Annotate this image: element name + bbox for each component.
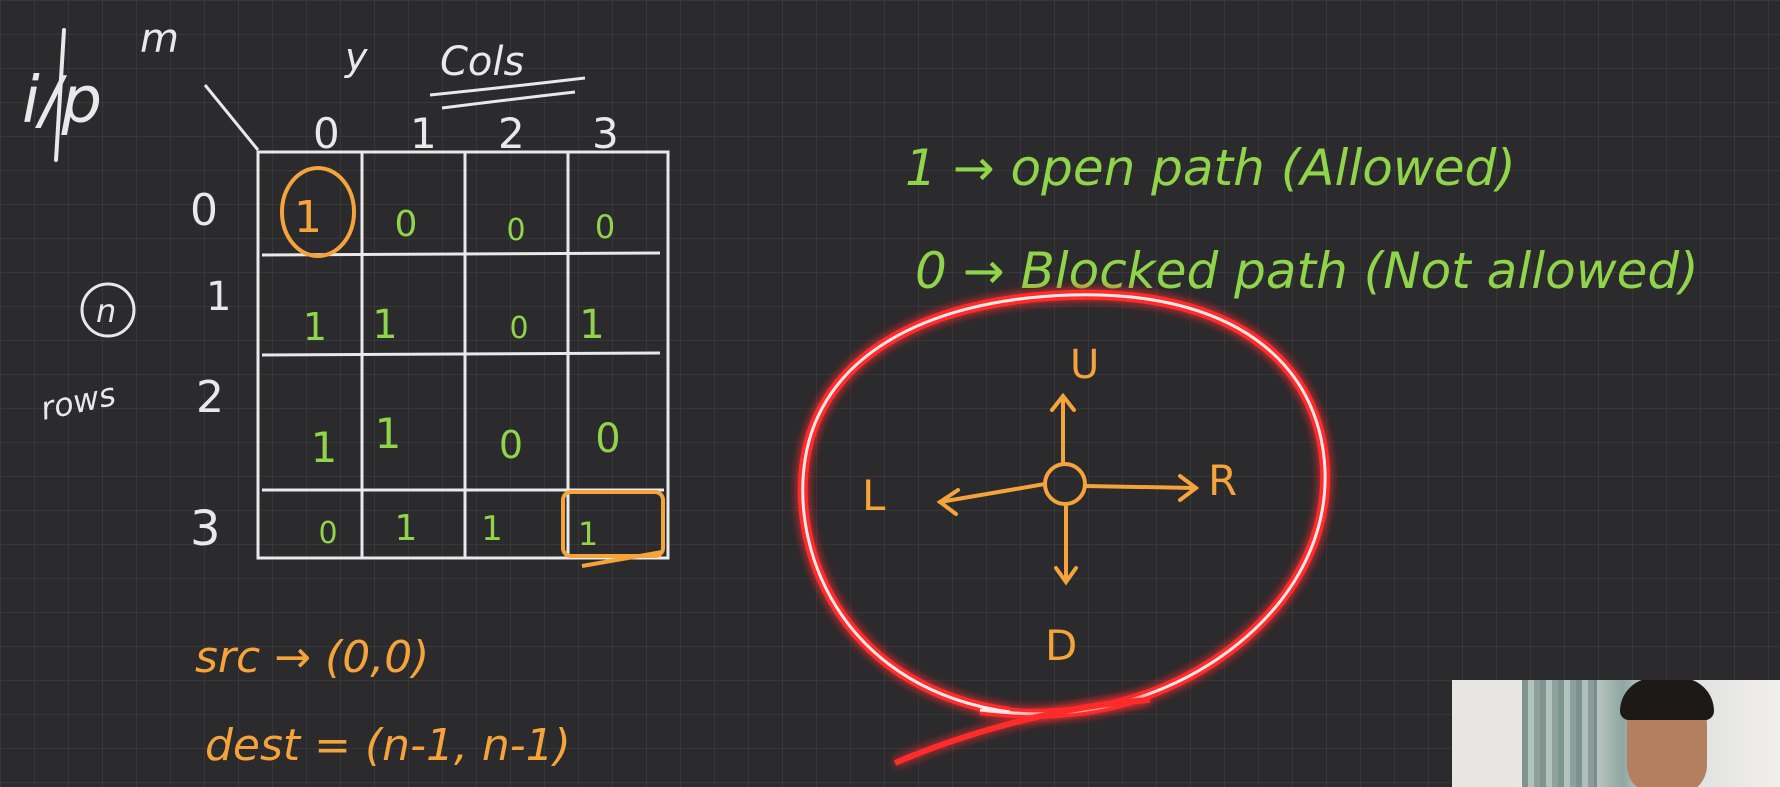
matrix-cell: 1: [311, 423, 338, 472]
focus-circle-core: [801, 293, 1327, 716]
row-index: 2: [196, 372, 224, 423]
matrix-cell: 1: [375, 409, 402, 458]
source-note: src → (0,0): [195, 632, 429, 683]
row-index: 3: [190, 501, 221, 557]
presenter-hair: [1620, 680, 1714, 720]
webcam-curtain: [1522, 680, 1597, 787]
column-indices: 0 1 2 3: [313, 109, 619, 158]
destination-highlight: [561, 490, 665, 558]
matrix-cell: 1: [481, 509, 503, 549]
matrix-cell: 1: [395, 508, 418, 549]
direction-right-label: R: [1208, 456, 1237, 505]
matrix-cell: 0: [595, 416, 620, 462]
col-index: 2: [498, 109, 525, 158]
matrix-cell: 0: [506, 213, 525, 248]
direction-origin: [1043, 462, 1087, 506]
m-label: m: [140, 16, 179, 62]
direction-down-label: D: [1045, 621, 1077, 670]
input-label-slash: [54, 28, 66, 162]
legend-open-path: 1 → open path (Allowed): [905, 139, 1516, 197]
n-circle: [80, 282, 136, 338]
cols-label: Cols: [440, 39, 524, 85]
matrix-cells: 1 0 0 0 1 1 0 1 1 1 0 0 0 1 1 1: [294, 192, 621, 553]
matrix-cell: 0: [509, 311, 528, 346]
cols-underline-2: [441, 90, 576, 110]
destination-note: dest = (n-1, n-1): [205, 720, 571, 771]
y-label: y: [344, 35, 368, 79]
col-index: 0: [313, 109, 340, 158]
left-arrow: [938, 482, 1047, 504]
col-index: 3: [592, 109, 619, 158]
source-highlight: [280, 166, 356, 258]
rows-label: rows: [37, 375, 119, 428]
matrix-cell: 0: [318, 516, 337, 551]
matrix-cell: 0: [395, 204, 418, 245]
matrix-cell: 1: [294, 192, 322, 243]
matrix-cell: 1: [579, 302, 604, 348]
cols-underline: [429, 76, 586, 97]
matrix-cell: 1: [372, 302, 397, 348]
destination-underline: [581, 550, 663, 568]
right-arrow: [1083, 484, 1197, 490]
row-index: 1: [206, 274, 231, 320]
n-label: n: [96, 292, 116, 330]
direction-diagram: [936, 392, 1200, 586]
matrix-cell: 1: [578, 515, 598, 553]
webcam-overlay: [1452, 680, 1780, 787]
col-index: 1: [410, 109, 437, 158]
legend-blocked-path: 0 → Blocked path (Not allowed): [915, 242, 1699, 300]
matrix-cell: 0: [595, 208, 615, 246]
focus-circle-tail: [893, 697, 1151, 766]
matrix-cell: 0: [499, 423, 523, 467]
direction-left-label: L: [862, 471, 886, 520]
matrix-cell: 1: [303, 305, 327, 349]
matrix-pointer-line: [203, 84, 260, 151]
row-index: 0: [190, 185, 218, 236]
direction-up-label: U: [1070, 342, 1099, 388]
row-indices: 0 1 2 3: [190, 185, 231, 557]
